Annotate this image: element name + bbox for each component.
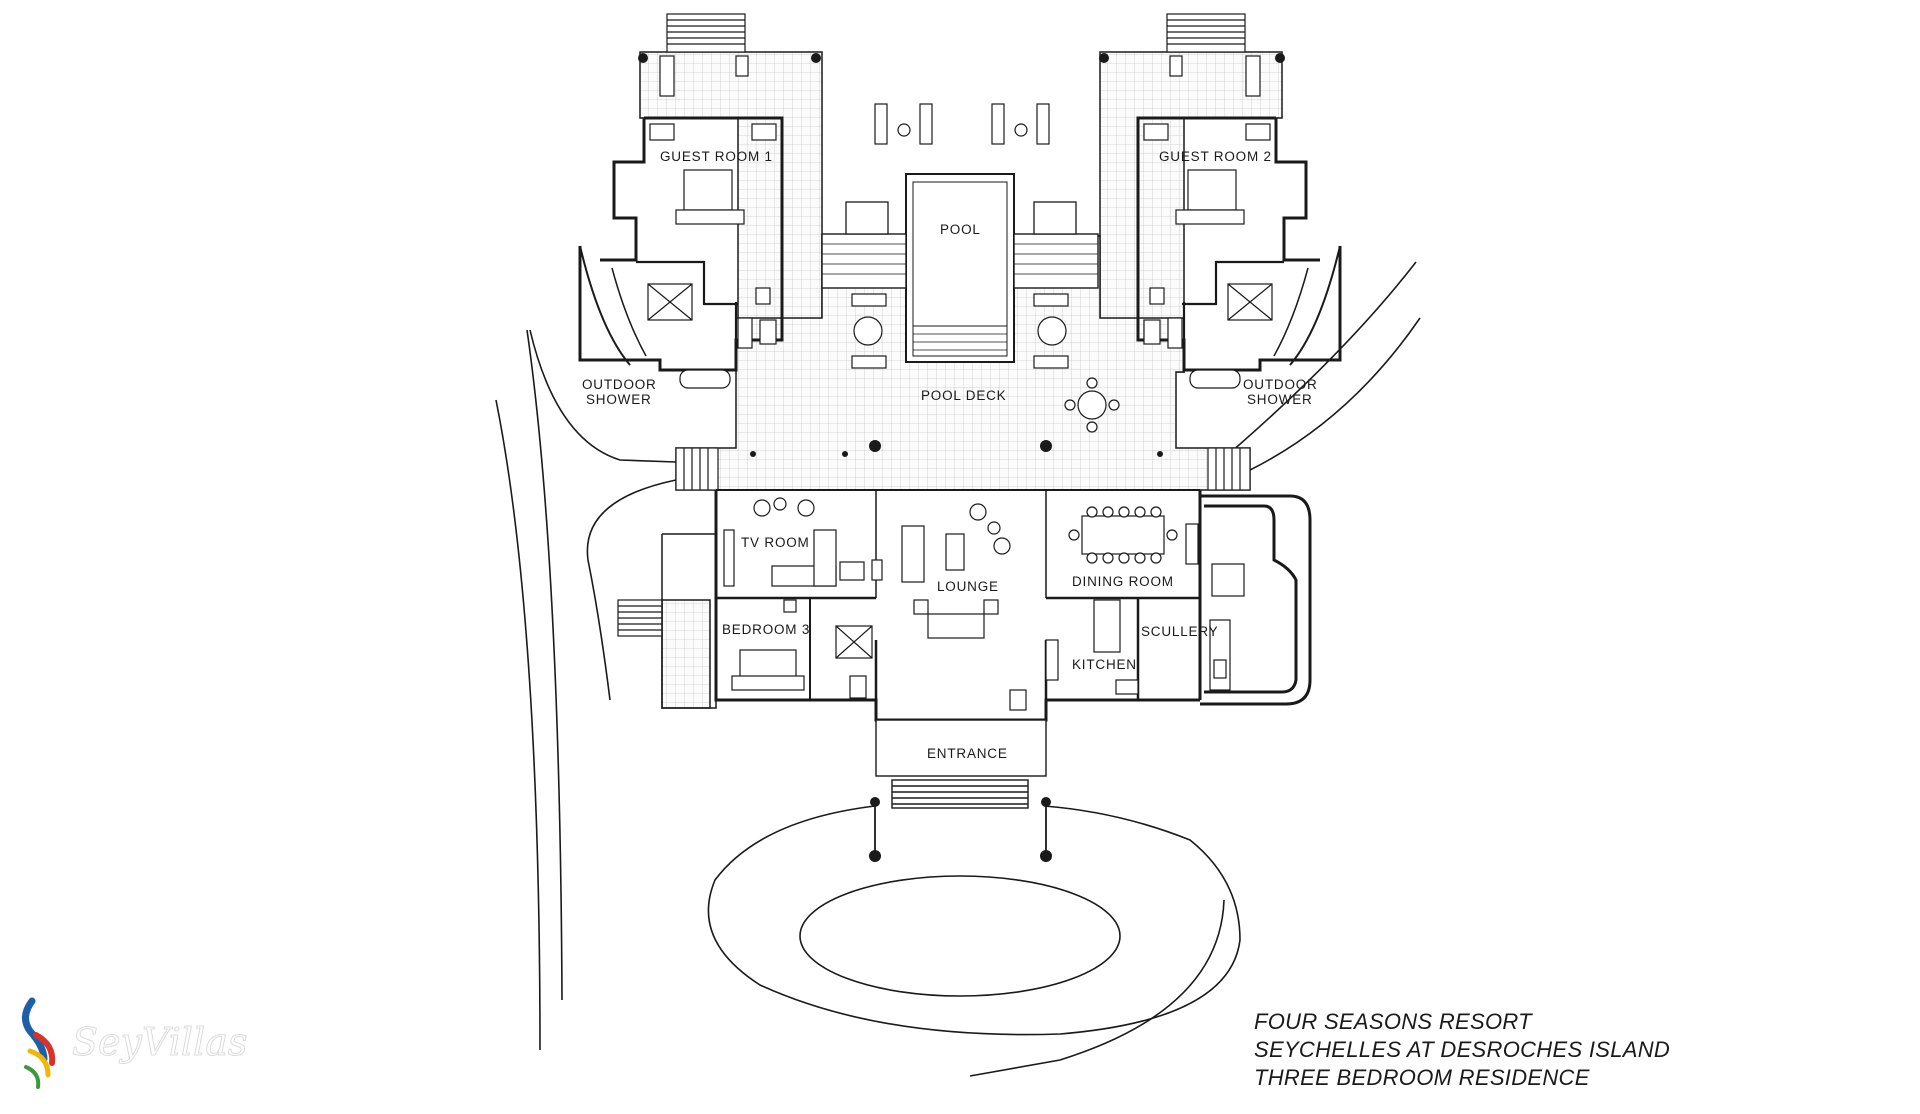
logo-swoosh-blue — [22, 997, 48, 1063]
logo-swoosh-yellow — [27, 1048, 51, 1078]
logo-wordmark: SeyVillas — [72, 1020, 247, 1064]
top-steps — [666, 13, 1246, 53]
label-entrance: ENTRANCE — [927, 746, 1008, 761]
label-pool: POOL — [940, 222, 981, 237]
label-outdoor-shower-left-2: SHOWER — [586, 392, 652, 407]
sun-loungers — [659, 55, 1261, 145]
plan-caption-line-3: THREE BEDROOM RESIDENCE — [1254, 1065, 1590, 1090]
logo-swoosh-red — [33, 1032, 56, 1066]
pool — [821, 173, 1099, 363]
guest-wing-left — [578, 116, 784, 372]
label-guest-room-1: GUEST ROOM 1 — [660, 149, 773, 164]
interior-furniture — [723, 497, 1245, 711]
label-outdoor-shower-right-1: OUTDOOR — [1243, 377, 1318, 392]
deck-side-steps — [617, 447, 1251, 637]
label-bedroom-3: BEDROOM 3 — [722, 622, 810, 637]
plan-caption-line-1: FOUR SEASONS RESORT — [1254, 1009, 1532, 1034]
label-outdoor-shower-left-1: OUTDOOR — [582, 377, 657, 392]
entrance-vestibule — [874, 719, 1047, 856]
logo-swoosh-green — [24, 1065, 41, 1089]
deck-furniture — [851, 293, 1120, 433]
guest-wing-right — [1136, 116, 1342, 372]
seyvillas-watermark-logo: SeyVillas — [22, 997, 248, 1089]
label-dining-room: DINING ROOM — [1072, 574, 1174, 589]
guest-wing-right-fixtures — [1143, 123, 1273, 389]
guest-wing-left-fixtures — [647, 123, 777, 389]
landscape-paths — [495, 261, 1421, 1077]
label-lounge: LOUNGE — [937, 579, 999, 594]
main-house-walls — [661, 489, 1312, 722]
plan-caption-line-2: SEYCHELLES AT DESROCHES ISLAND — [1254, 1037, 1671, 1062]
room-labels: GUEST ROOM 1 GUEST ROOM 2 POOL POOL DECK… — [582, 149, 1318, 761]
label-tv-room: TV ROOM — [741, 535, 810, 550]
label-outdoor-shower-right-2: SHOWER — [1247, 392, 1313, 407]
label-guest-room-2: GUEST ROOM 2 — [1159, 149, 1272, 164]
label-kitchen: KITCHEN — [1072, 657, 1137, 672]
label-scullery: SCULLERY — [1141, 624, 1218, 639]
label-pool-deck: POOL DECK — [921, 388, 1006, 403]
